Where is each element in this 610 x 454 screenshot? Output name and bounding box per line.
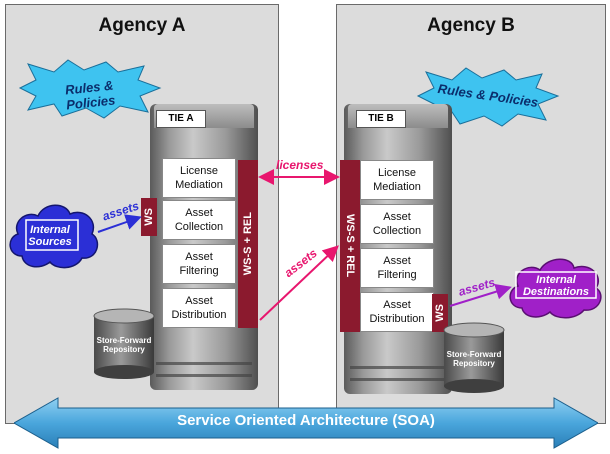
module-asset-distribution-a: Asset Distribution	[162, 288, 236, 328]
ws-bar-b: WS	[432, 294, 448, 332]
ws-s-rel-bar-a: WS-S + REL	[238, 160, 258, 328]
assets-transfer-arrow	[259, 245, 339, 321]
rules-policies-star-a	[18, 59, 162, 119]
module-license-mediation-a: License Mediation	[162, 158, 236, 198]
module-license-mediation-b: License Mediation	[360, 160, 434, 200]
module-asset-collection-b: Asset Collection	[360, 204, 434, 244]
module-line1: Asset	[185, 295, 213, 307]
module-asset-filtering-b: Asset Filtering	[360, 248, 434, 288]
internal-destinations-line2: Destinations	[522, 286, 589, 298]
agency-a-title: Agency A	[98, 15, 186, 36]
agency-b-title: Agency B	[427, 15, 515, 36]
internal-destinations-label: Internal Destinations	[516, 274, 596, 298]
module-line2: Distribution	[171, 309, 227, 321]
assets-in-arrow	[97, 214, 142, 233]
module-asset-collection-a: Asset Collection	[162, 200, 236, 240]
module-line2: Mediation	[373, 181, 421, 193]
repository-cylinder-b	[443, 322, 505, 393]
repository-a-line2: Repository	[103, 345, 145, 354]
ws-s-rel-bar-b: WS-S + REL	[340, 160, 360, 332]
module-line1: Asset	[383, 211, 411, 223]
module-line1: Asset	[383, 255, 411, 267]
repository-cylinder-a	[93, 308, 155, 379]
module-line1: Asset	[383, 299, 411, 311]
repository-b-line1: Store-Forward	[446, 350, 502, 359]
module-line1: Asset	[185, 207, 213, 219]
module-line1: License	[378, 167, 416, 179]
module-line2: Filtering	[377, 269, 417, 281]
module-line2: Collection	[174, 221, 224, 233]
internal-destinations-line1: Internal	[536, 274, 576, 286]
module-line1: Asset	[185, 251, 213, 263]
repository-label-b: Store-Forward Repository	[444, 350, 504, 368]
internal-sources-label: Internal Sources	[26, 224, 74, 248]
repository-b-line2: Repository	[453, 359, 495, 368]
module-line2: Collection	[372, 225, 422, 237]
module-line2: Filtering	[179, 265, 219, 277]
repository-a-line1: Store-Forward	[96, 336, 152, 345]
internal-sources-line2: Sources	[28, 236, 72, 248]
tie-b-label: TIE B	[356, 110, 406, 128]
module-asset-filtering-a: Asset Filtering	[162, 244, 236, 284]
ws-bar-a: WS	[141, 198, 157, 236]
repository-label-a: Store-Forward Repository	[94, 336, 154, 354]
soa-arrow	[14, 397, 598, 449]
soa-label: Service Oriented Architecture (SOA)	[177, 412, 435, 429]
module-asset-distribution-b: Asset Distribution	[360, 292, 434, 332]
module-line2: Distribution	[369, 313, 425, 325]
module-line2: Mediation	[175, 179, 223, 191]
licenses-label: licenses	[276, 158, 324, 172]
internal-sources-cloud	[9, 204, 99, 269]
assets-out-arrow	[449, 283, 512, 307]
internal-sources-line1: Internal	[30, 224, 70, 236]
tie-a-label: TIE A	[156, 110, 206, 128]
rules-policies-star-b	[416, 67, 560, 127]
ws-s-rel-bar-b-label: WS-S + REL	[344, 214, 356, 278]
module-line1: License	[180, 165, 218, 177]
internal-destinations-cloud	[509, 258, 602, 319]
